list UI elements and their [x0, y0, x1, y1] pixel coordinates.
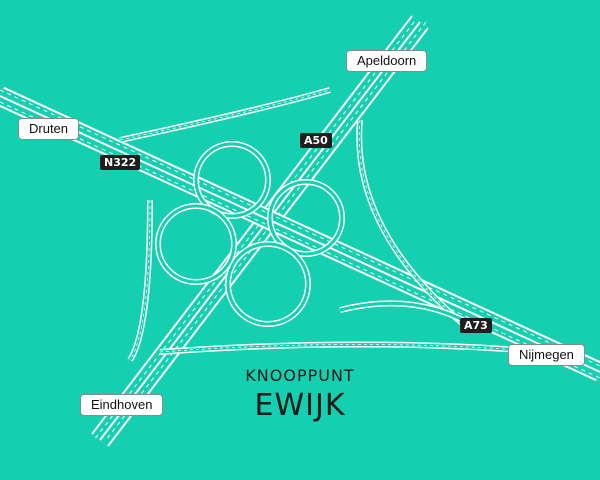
interchange-name: EWIJK — [254, 388, 346, 423]
road-shield-n322: N322 — [100, 155, 141, 170]
a73-motorway — [0, 86, 600, 382]
road-shield-a73: A73 — [460, 318, 492, 333]
destination-apeldoorn: Apeldoorn — [346, 50, 428, 72]
connector-ramps — [119, 87, 521, 362]
destination-druten: Druten — [18, 118, 80, 140]
a50-motorway — [91, 15, 429, 447]
road-shield-a50: A50 — [300, 133, 332, 148]
interchange-subtitle: KNOOPPUNT — [245, 366, 355, 385]
destination-nijmegen: Nijmegen — [508, 344, 585, 366]
cloverleaf-loops — [155, 141, 345, 327]
destination-eindhoven: Eindhoven — [80, 394, 164, 416]
